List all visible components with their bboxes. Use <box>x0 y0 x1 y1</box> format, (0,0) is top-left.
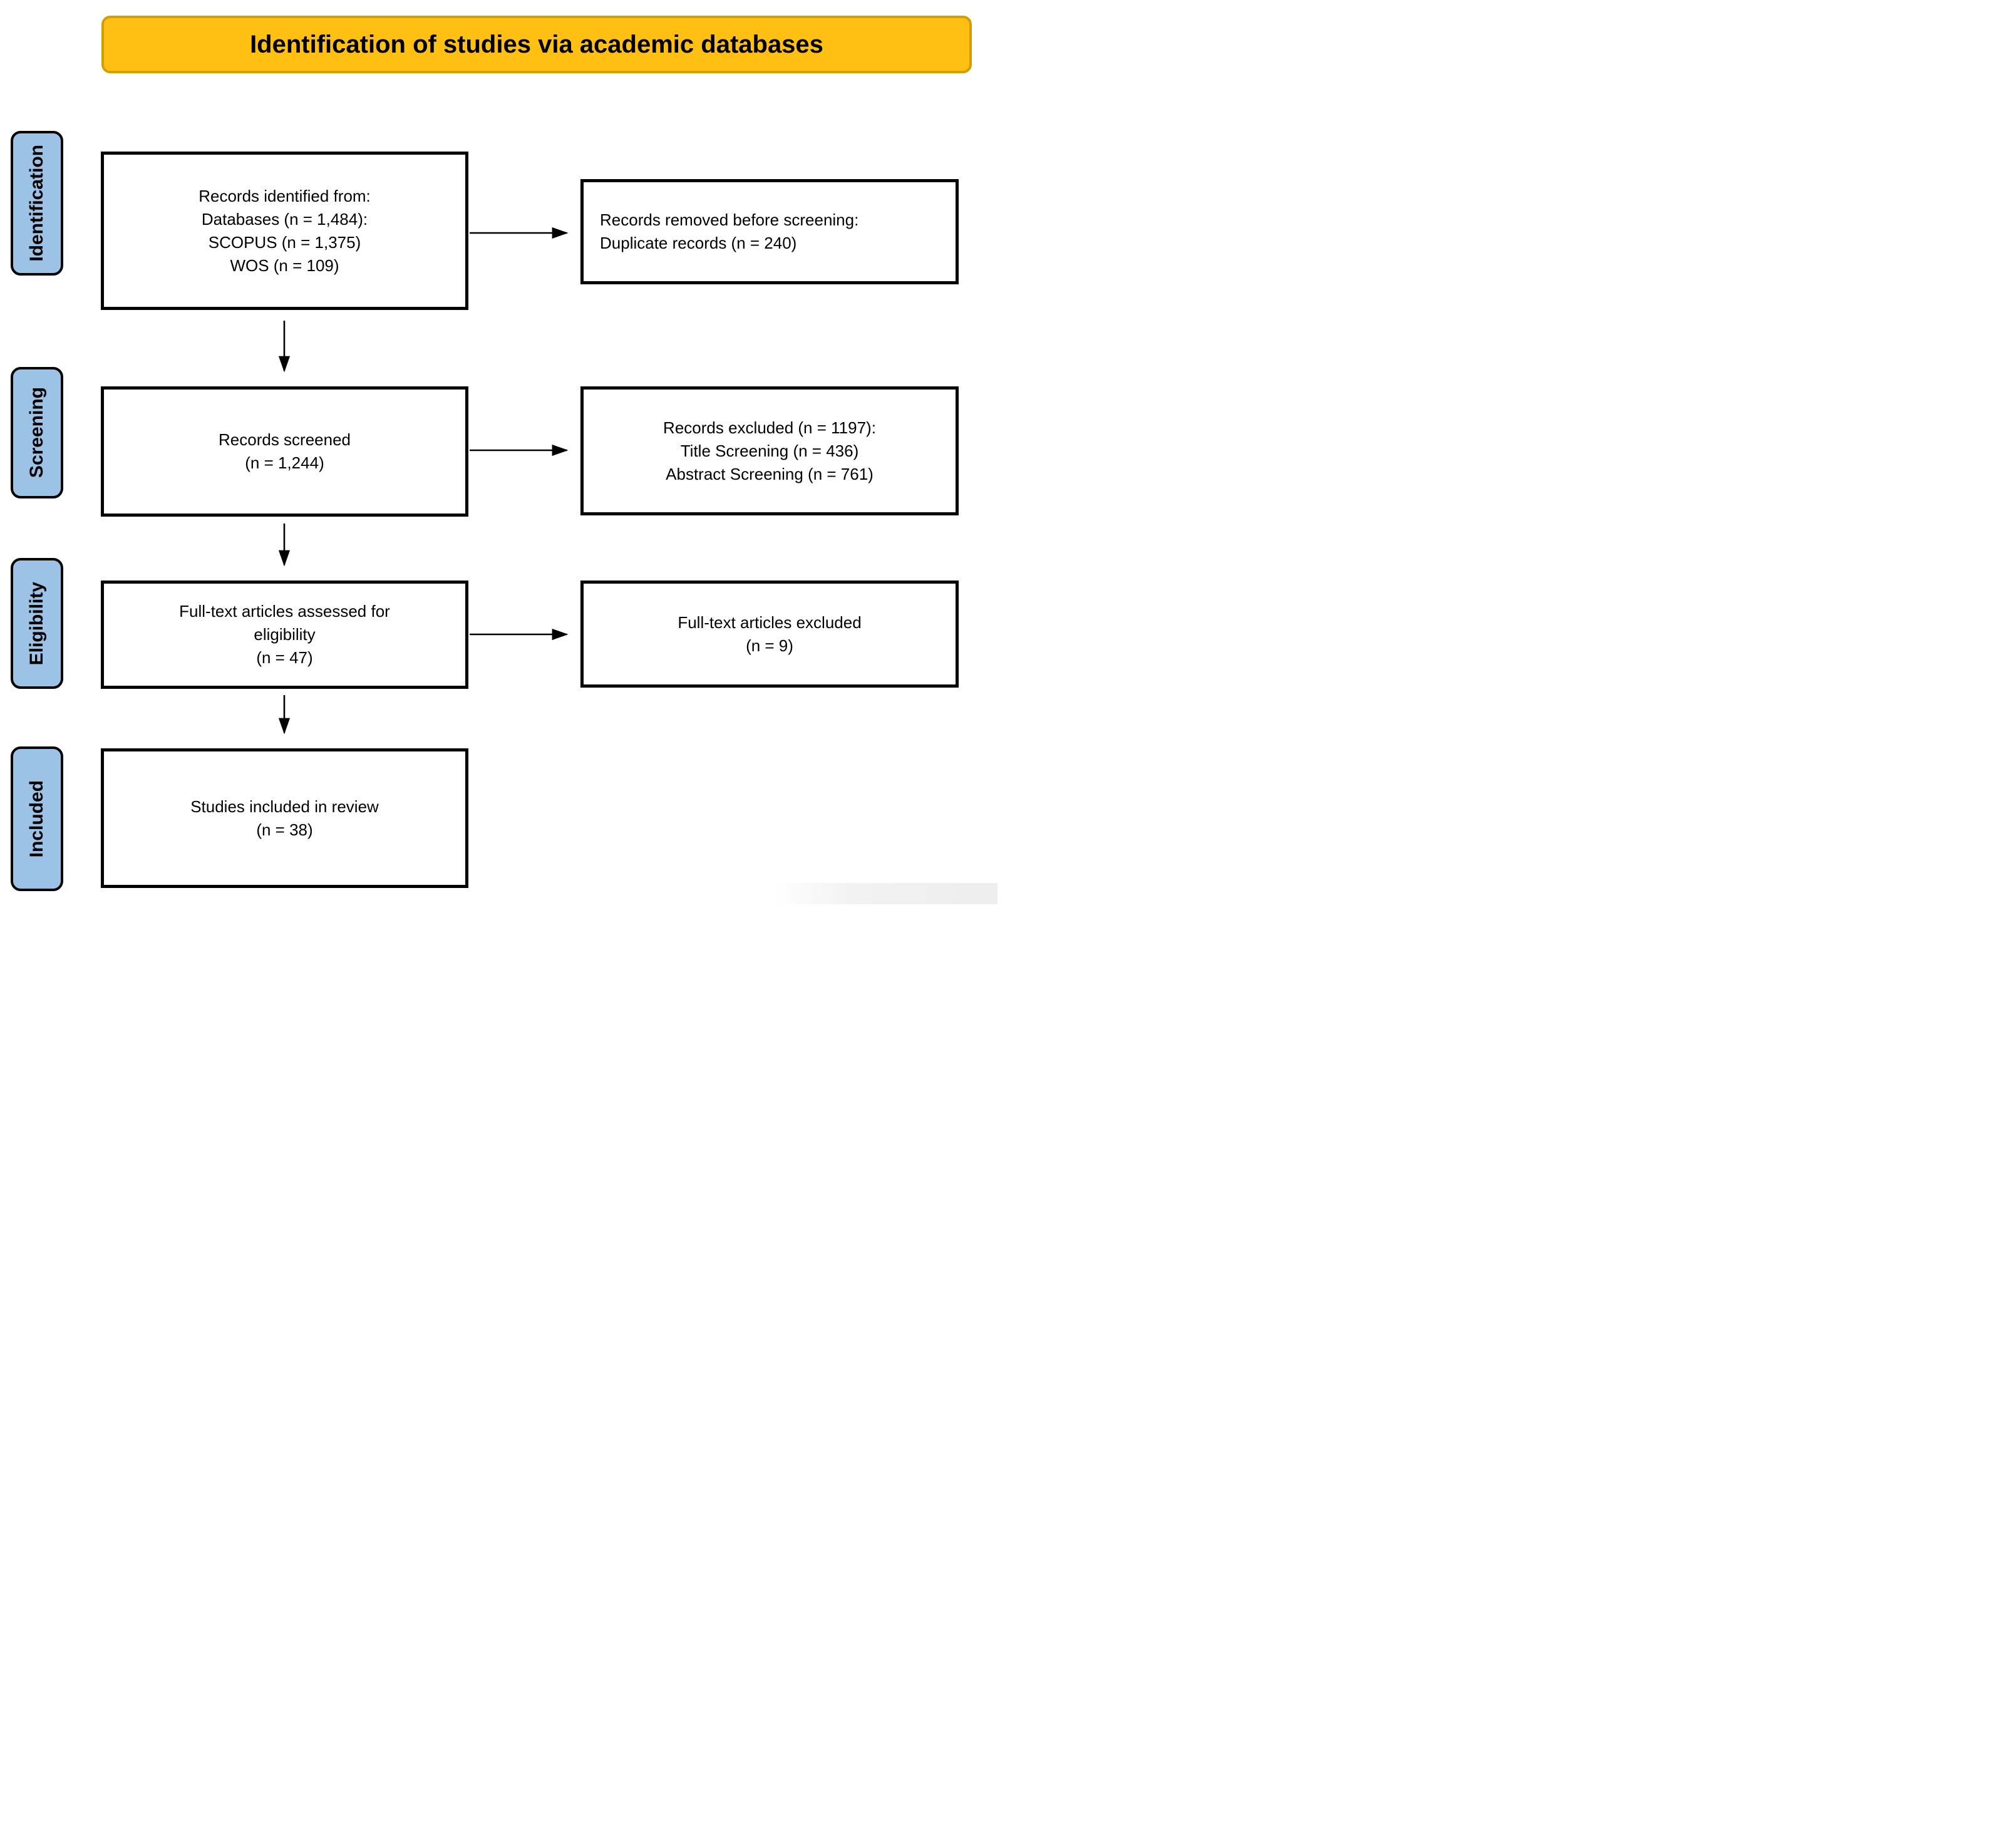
box-records-excluded-line: Title Screening (n = 436) <box>680 441 859 460</box>
box-studies-included: Studies included in review (n = 38) <box>101 748 468 888</box>
stage-label-identification-text: Identification <box>26 145 47 262</box>
box-records-identified-line: SCOPUS (n = 1,375) <box>208 232 361 252</box>
prisma-flow-diagram: Identification of studies via academic d… <box>0 0 998 924</box>
box-records-screened-line: (n = 1,244) <box>245 453 324 472</box>
box-studies-included-line: (n = 38) <box>256 820 313 839</box>
box-records-identified: Records identified from: Databases (n = … <box>101 152 468 310</box>
diagram-title: Identification of studies via academic d… <box>101 16 972 73</box>
box-records-screened: Records screened (n = 1,244) <box>101 386 468 517</box>
stage-label-identification: Identification <box>11 131 63 276</box>
box-records-identified-line: Databases (n = 1,484): <box>201 209 368 229</box>
box-studies-included-line: Studies included in review <box>190 797 379 816</box>
box-fulltext-excluded-line: Full-text articles excluded <box>678 612 862 632</box>
box-records-removed: Records removed before screening: Duplic… <box>580 179 959 284</box>
box-fulltext-assessed-line: eligibility <box>254 625 316 644</box>
box-records-screened-line: Records screened <box>219 430 351 449</box>
box-records-removed-line: Duplicate records (n = 240) <box>600 234 797 252</box>
box-records-excluded: Records excluded (n = 1197): Title Scree… <box>580 386 959 515</box>
stage-label-included-text: Included <box>26 780 47 858</box>
stage-label-screening-text: Screening <box>26 387 47 478</box>
box-fulltext-assessed: Full-text articles assessed for eligibil… <box>101 581 468 689</box>
flow-arrows <box>278 227 569 735</box>
box-records-removed-line: Records removed before screening: <box>600 210 859 229</box>
box-records-excluded-line: Abstract Screening (n = 761) <box>666 464 874 483</box>
stage-label-eligibility-text: Eligibility <box>26 581 47 666</box>
stage-label-eligibility: Eligibility <box>11 558 63 689</box>
box-records-identified-line: Records identified from: <box>198 186 371 205</box>
box-records-excluded-line: Records excluded (n = 1197): <box>663 418 876 437</box>
box-fulltext-assessed-line: Full-text articles assessed for <box>179 602 390 621</box>
box-fulltext-excluded: Full-text articles excluded (n = 9) <box>580 581 959 688</box>
box-fulltext-assessed-line: (n = 47) <box>256 648 313 667</box>
box-records-identified-line: WOS (n = 109) <box>230 256 339 275</box>
box-fulltext-excluded-line: (n = 9) <box>746 636 793 655</box>
stage-label-screening: Screening <box>11 367 63 498</box>
stage-label-included: Included <box>11 746 63 891</box>
